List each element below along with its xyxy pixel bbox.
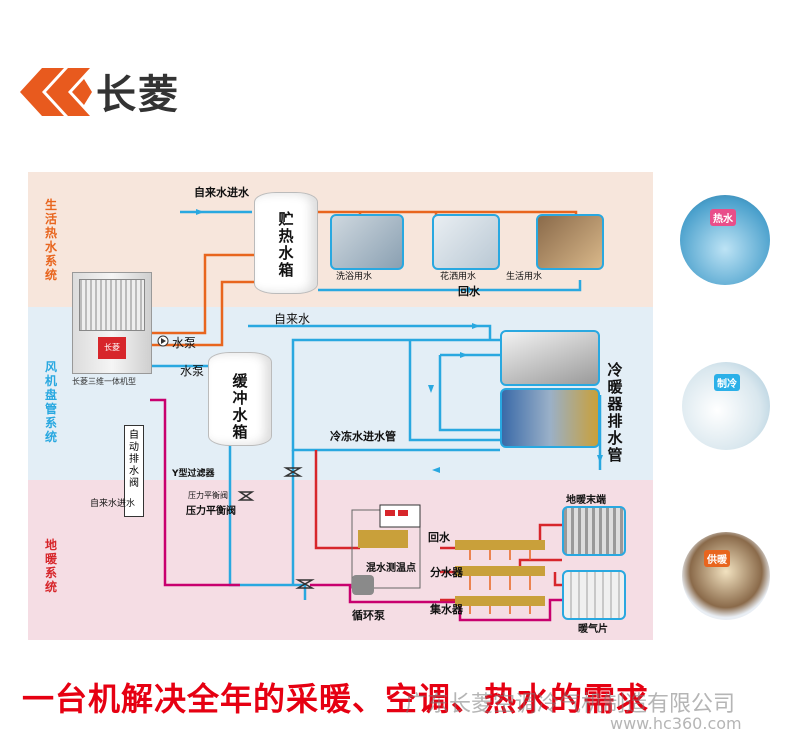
radiator-label: 暖气片: [578, 624, 608, 635]
heating-circle: 供暖: [682, 532, 770, 620]
ducted-fan-coil: [500, 388, 600, 448]
slogan: 一台机解决全年的采暖、空调、热水的需求: [22, 680, 650, 718]
manifold-out-label: 分水器: [430, 566, 463, 579]
pump-icon: [157, 335, 169, 347]
valve-icon: [237, 467, 315, 589]
y-filter-label: Y型过滤器: [172, 469, 215, 479]
pressure-label: 压力平衡阀: [186, 506, 236, 517]
tap-mid-label: 自来水: [274, 312, 311, 326]
unit-caption: 长菱三维一体机型: [72, 377, 136, 386]
cooling-circle-tag: 制冷: [714, 374, 740, 391]
fan-coil-section-label: 风机盘管系统: [44, 360, 57, 444]
return-top-label: 回水: [458, 285, 480, 298]
auto-drain-label: 自动排水阀: [129, 430, 139, 489]
brand-logo-icon: [20, 68, 92, 116]
heat-pump-unit: 长菱: [72, 272, 152, 374]
floor-heating-section-label: 地暖系统: [44, 538, 57, 594]
cold-water-pipes: [150, 210, 602, 600]
sprinkler-photo: [432, 214, 500, 270]
cooling-circle: 制冷: [682, 362, 770, 450]
radiator-drain-label: 冷暖器排水管: [607, 361, 623, 464]
watermark-url: www.hc360.com: [610, 714, 742, 733]
manifold-in-label: 集水器: [430, 603, 463, 616]
hot-water-circle: 热水: [680, 195, 770, 285]
chilled-pipe-label: 冷冻水进水管: [330, 430, 396, 443]
pump2-label: 水泵: [180, 364, 205, 378]
heating-circle-tag: 供暖: [704, 550, 730, 567]
domestic-photo: [536, 214, 604, 270]
bath-label: 洗浴用水: [336, 272, 373, 282]
hot-water-circle-tag: 热水: [710, 209, 736, 226]
sprinkler-label: 花洒用水: [440, 272, 477, 282]
circulation-pump-icon: [351, 504, 421, 595]
return-bottom-label: 回水: [428, 531, 450, 544]
hot-water-section-label: 生活热水系统: [44, 198, 57, 282]
fan-grille-icon: [79, 279, 145, 331]
floor-end-label: 地暖末端: [566, 495, 606, 506]
watermark: 广东长菱空调冷气机制造有限公司: [405, 692, 736, 717]
manifold-icon: [455, 540, 545, 614]
floor-end-photo: [562, 506, 626, 556]
buffer-tank: 缓冲水箱: [208, 352, 272, 446]
buffer-tank-label: 缓冲水箱: [232, 372, 248, 441]
pump1-label: 水泵: [172, 336, 197, 350]
tap-in-top-label: 自来水进水: [194, 186, 249, 199]
bath-photo: [330, 214, 404, 270]
pressure-small-label: 压力平衡阀: [188, 491, 228, 500]
brand-name: 长菱: [96, 72, 180, 118]
return-pipes: [150, 398, 570, 622]
auto-drain-valve: 自动排水阀: [124, 425, 144, 517]
ceiling-fan-coil: [500, 330, 600, 386]
storage-tank: 贮热水箱: [254, 192, 318, 294]
mix-point-label: 混水测温点: [366, 563, 416, 574]
storage-tank-label: 贮热水箱: [278, 210, 294, 279]
unit-badge: 长菱: [98, 337, 126, 359]
domestic-label: 生活用水: [506, 272, 543, 282]
tap-in-bottom-label: 自来水进水: [90, 499, 136, 509]
circulation-pump-label: 循环泵: [352, 609, 385, 622]
radiator-photo: [562, 570, 626, 620]
